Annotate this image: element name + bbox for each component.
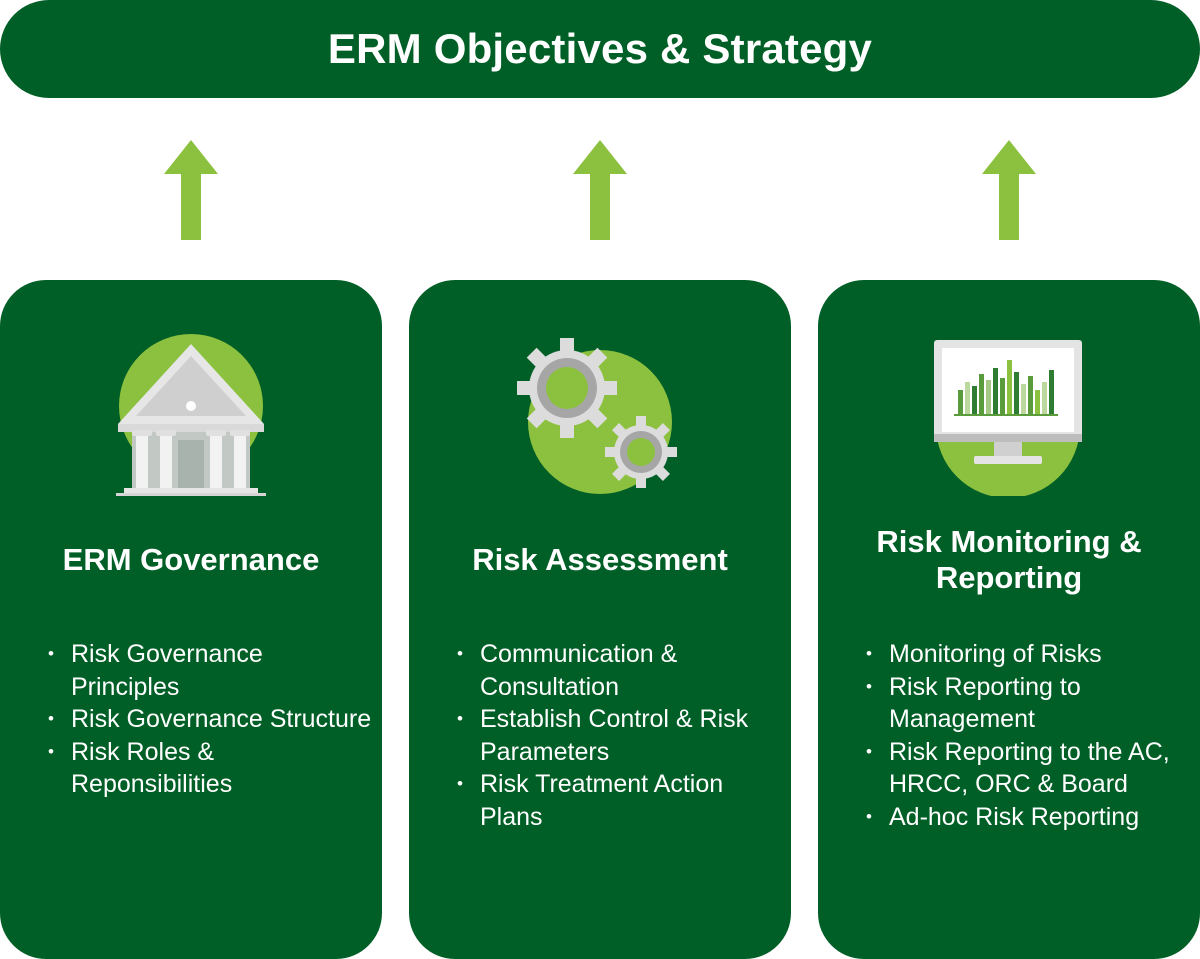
list-item: Ad-hoc Risk Reporting	[866, 801, 1190, 834]
card-bullet-list: Communication & Consultation Establish C…	[457, 638, 781, 834]
card-risk-monitoring: Risk Monitoring & Reporting Monitoring o…	[818, 280, 1200, 959]
bank-building-icon	[116, 334, 266, 496]
list-item: Monitoring of Risks	[866, 638, 1190, 671]
card-title: Risk Assessment	[472, 542, 728, 577]
card-bullet-list: Risk Governance Principles Risk Governan…	[48, 638, 372, 801]
up-arrow-icon	[982, 140, 1036, 240]
card-bullet-list: Monitoring of Risks Risk Reporting to Ma…	[866, 638, 1190, 834]
monitor-chart-icon	[934, 340, 1082, 496]
list-item: Risk Governance Structure	[48, 703, 372, 736]
list-item: Establish Control & Risk Parameters	[457, 703, 781, 768]
list-item: Risk Governance Principles	[48, 638, 372, 703]
objectives-banner: ERM Objectives & Strategy	[0, 0, 1200, 98]
list-item: Risk Reporting to the AC, HRCC, ORC & Bo…	[866, 736, 1190, 801]
banner-title: ERM Objectives & Strategy	[327, 25, 873, 72]
gears-icon	[517, 338, 677, 494]
card-title: ERM Governance	[62, 542, 320, 577]
up-arrow-icon	[573, 140, 627, 240]
list-item: Risk Reporting to Management	[866, 671, 1190, 736]
card-title: Risk Monitoring & Reporting	[876, 524, 1142, 595]
up-arrow-icon	[164, 140, 218, 240]
list-item: Communication & Consultation	[457, 638, 781, 703]
card-erm-governance: ERM Governance Risk Governance Principle…	[0, 280, 382, 959]
list-item: Risk Treatment Action Plans	[457, 768, 781, 833]
card-risk-assessment: Risk Assessment Communication & Consulta…	[409, 280, 791, 959]
list-item: Risk Roles & Reponsibilities	[48, 736, 372, 801]
